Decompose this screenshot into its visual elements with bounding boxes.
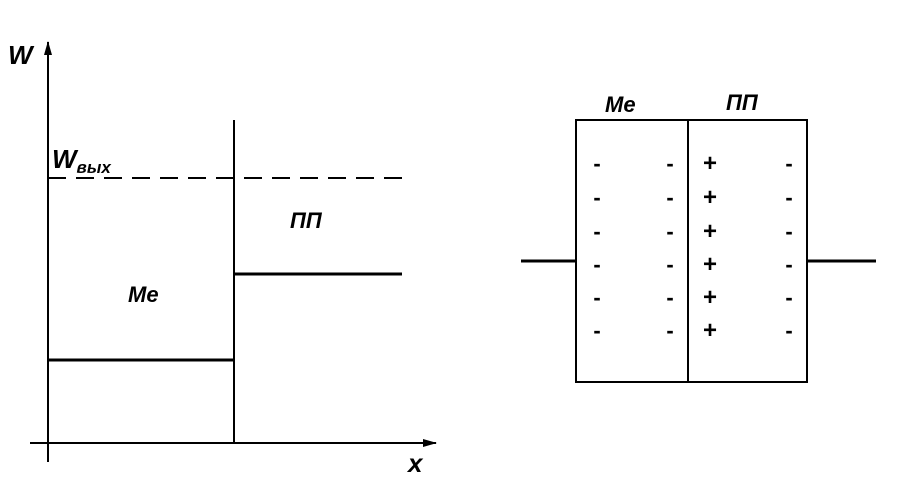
metal-left-charge: - xyxy=(593,151,600,176)
semi-left-charge: + xyxy=(703,150,717,177)
semi-left-charge: + xyxy=(703,218,717,245)
semi-right-charge: - xyxy=(785,285,792,310)
junction-metal-label: Me xyxy=(605,92,636,117)
metal-left-charge: - xyxy=(593,219,600,244)
semi-left-charge: + xyxy=(703,184,717,211)
work-function-label: Wвых xyxy=(52,144,112,177)
metal-left-charge: - xyxy=(593,285,600,310)
metal-right-charge: - xyxy=(666,151,673,176)
metal-right-charge: - xyxy=(666,219,673,244)
semi-left-charge: + xyxy=(703,284,717,311)
junction-diagram: Me ПП - - - - - - - - - - - - + + + + + + - - - - - - xyxy=(521,90,876,383)
charge-markers: - - - - - - - - - - - - + + + + + + - - - - - - xyxy=(593,150,792,344)
metal-label: Me xyxy=(128,282,159,307)
metal-left-charge: - xyxy=(593,185,600,210)
semi-right-charge: - xyxy=(785,318,792,343)
semiconductor-label: ПП xyxy=(290,208,323,233)
junction-box xyxy=(575,119,808,383)
metal-right-charge: - xyxy=(666,252,673,277)
semi-right-charge: - xyxy=(785,151,792,176)
x-axis-label: x xyxy=(406,448,424,478)
metal-right-charge: - xyxy=(666,318,673,343)
semi-left-charge: + xyxy=(703,251,717,278)
work-function-label-main: W xyxy=(52,144,79,174)
y-axis-label: W xyxy=(8,40,35,70)
metal-right-charge: - xyxy=(666,185,673,210)
metal-right-charge: - xyxy=(666,285,673,310)
junction-semiconductor-label: ПП xyxy=(726,90,759,115)
energy-diagram: W x Wвых Me ПП xyxy=(8,40,437,478)
semi-right-charge: - xyxy=(785,219,792,244)
metal-left-charge: - xyxy=(593,318,600,343)
work-function-label-sub: вых xyxy=(77,158,113,177)
semi-left-charge: + xyxy=(703,317,717,344)
semi-right-charge: - xyxy=(785,185,792,210)
metal-left-charge: - xyxy=(593,252,600,277)
semi-right-charge: - xyxy=(785,252,792,277)
